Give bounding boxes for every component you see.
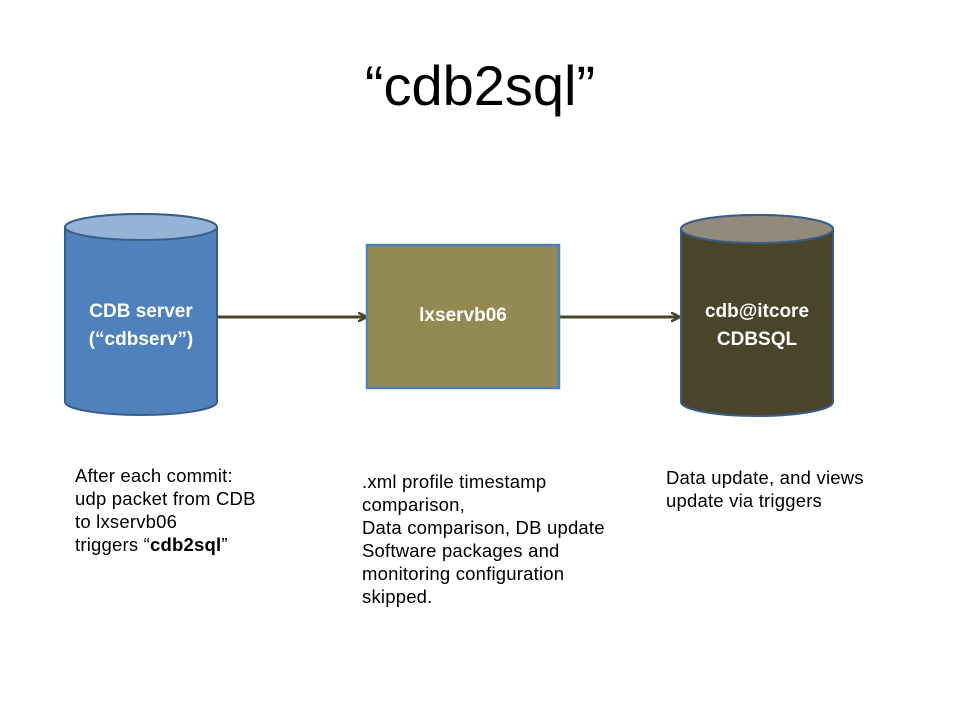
cdb-server-label-line2: (“cdbserv”) (88, 329, 194, 350)
cdbsql-label-line2: CDBSQL (716, 329, 798, 350)
cdbsql-label-line1: cdb@itcore (704, 301, 810, 322)
cdbsql-label: cdb@itcore CDBSQL (681, 298, 833, 354)
note-middle-line2: comparison, (362, 494, 465, 515)
note-right: Data update, and views update via trigge… (666, 466, 864, 512)
cdbsql-cylinder[interactable] (680, 214, 834, 417)
note-right-line2: update via triggers (666, 490, 823, 511)
lxservb06-box[interactable] (365, 243, 561, 390)
cdb-server-cylinder[interactable] (64, 213, 218, 416)
note-left-line3: to lxservb06 (75, 511, 178, 532)
note-right-line1: Data update, and views (666, 467, 864, 488)
cdb-server-label: CDB server (“cdbserv”) (65, 298, 217, 354)
note-left: After each commit: udp packet from CDB t… (75, 464, 256, 556)
cdb-server-label-line1: CDB server (89, 301, 193, 322)
note-left-line2: udp packet from CDB (75, 488, 256, 509)
note-left-line1: After each commit: (75, 465, 233, 486)
lxservb06-label: lxservb06 (419, 305, 507, 326)
note-left-line4-prefix: triggers “ (75, 534, 150, 555)
note-middle-line6: skipped. (362, 586, 433, 607)
note-middle: .xml profile timestamp comparison, Data … (362, 470, 605, 608)
note-middle-line3: Data comparison, DB update (362, 517, 605, 538)
note-left-line4-suffix: ” (221, 534, 228, 555)
slide-title: “cdb2sql” (364, 54, 596, 117)
note-left-line4: triggers “cdb2sql” (75, 533, 256, 556)
note-middle-line5: monitoring configuration (362, 563, 565, 584)
note-middle-line4: Software packages and (362, 540, 560, 561)
note-left-line4-bold: cdb2sql (150, 534, 222, 555)
note-middle-line1: .xml profile timestamp (362, 471, 547, 492)
